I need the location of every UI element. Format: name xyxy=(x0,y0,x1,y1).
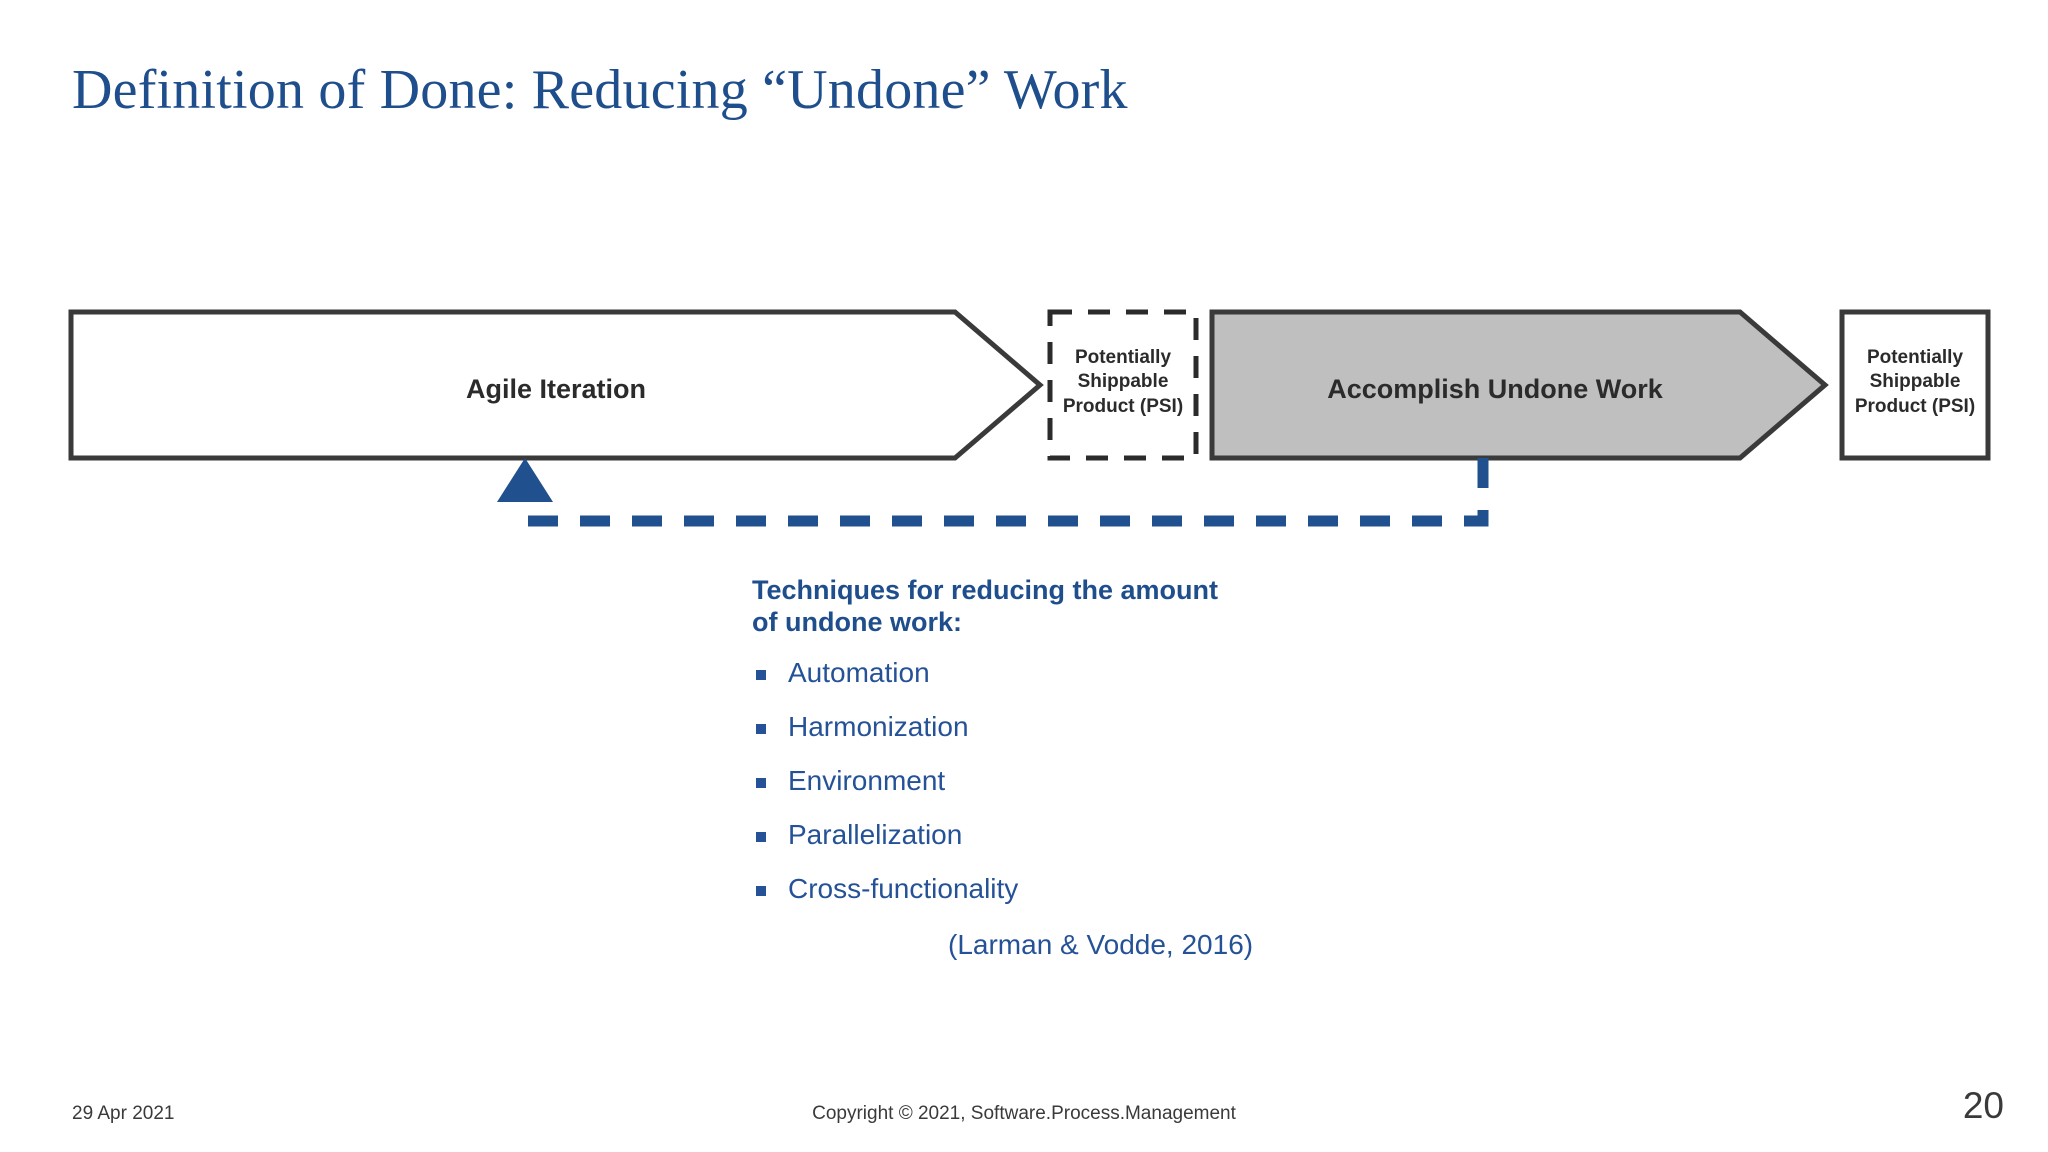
bullet-square-icon xyxy=(756,777,766,788)
techniques-heading-line-2: of undone work: xyxy=(752,606,962,637)
list-item-label: Environment xyxy=(788,764,946,796)
list-item-label: Automation xyxy=(788,656,930,688)
techniques-heading-line-1: Techniques for reducing the amount xyxy=(752,575,1219,605)
psi-solid-line-1: Potentially xyxy=(1866,347,1964,368)
psi-solid-label: Potentially Shippable Product (PSI) xyxy=(1842,346,1988,419)
bullet-square-icon xyxy=(756,831,766,842)
list-item-label: Harmonization xyxy=(788,710,969,742)
agile-iteration-label: Agile Iteration xyxy=(465,374,647,404)
bullet-square-icon xyxy=(756,885,766,896)
accomplish-undone-work-label: Accomplish Undone Work xyxy=(1327,374,1663,404)
citation: (Larman & Vodde, 2016) xyxy=(948,928,1254,960)
list-item-label: Cross-functionality xyxy=(788,872,1019,904)
psi-dashed-line-1: Potentially xyxy=(1074,347,1172,368)
list-item: Environment xyxy=(752,764,1472,796)
psi-solid-line-3: Product (PSI) xyxy=(1854,395,1976,417)
bullet-square-icon xyxy=(756,669,766,680)
techniques-heading: Techniques for reducing the amount of un… xyxy=(752,575,1472,639)
footer-copyright: Copyright © 2021, Software.Process.Manag… xyxy=(812,1103,1236,1124)
techniques-list: Automation Harmonization Environment Par… xyxy=(752,656,1472,904)
feedback-loop-arrow-line xyxy=(519,458,1489,527)
list-item: Cross-functionality xyxy=(752,872,1472,904)
psi-solid-line-2: Shippable xyxy=(1869,371,1961,393)
list-item: Automation xyxy=(752,656,1472,688)
psi-dashed-label: Potentially Shippable Product (PSI) xyxy=(1050,346,1196,419)
list-item: Harmonization xyxy=(752,710,1472,742)
list-item-label: Parallelization xyxy=(788,818,963,850)
footer-date: 29 Apr 2021 xyxy=(72,1103,175,1124)
techniques-block: Techniques for reducing the amount of un… xyxy=(752,575,1472,961)
psi-dashed-line-2: Shippable xyxy=(1077,371,1169,393)
feedback-loop-arrowhead xyxy=(497,458,553,502)
bullet-square-icon xyxy=(756,723,766,734)
list-item: Parallelization xyxy=(752,818,1472,850)
page-number: 20 xyxy=(1962,1085,2004,1126)
page-title: Definition of Done: Reducing “Undone” Wo… xyxy=(72,59,1128,121)
psi-dashed-line-3: Product (PSI) xyxy=(1062,395,1184,417)
